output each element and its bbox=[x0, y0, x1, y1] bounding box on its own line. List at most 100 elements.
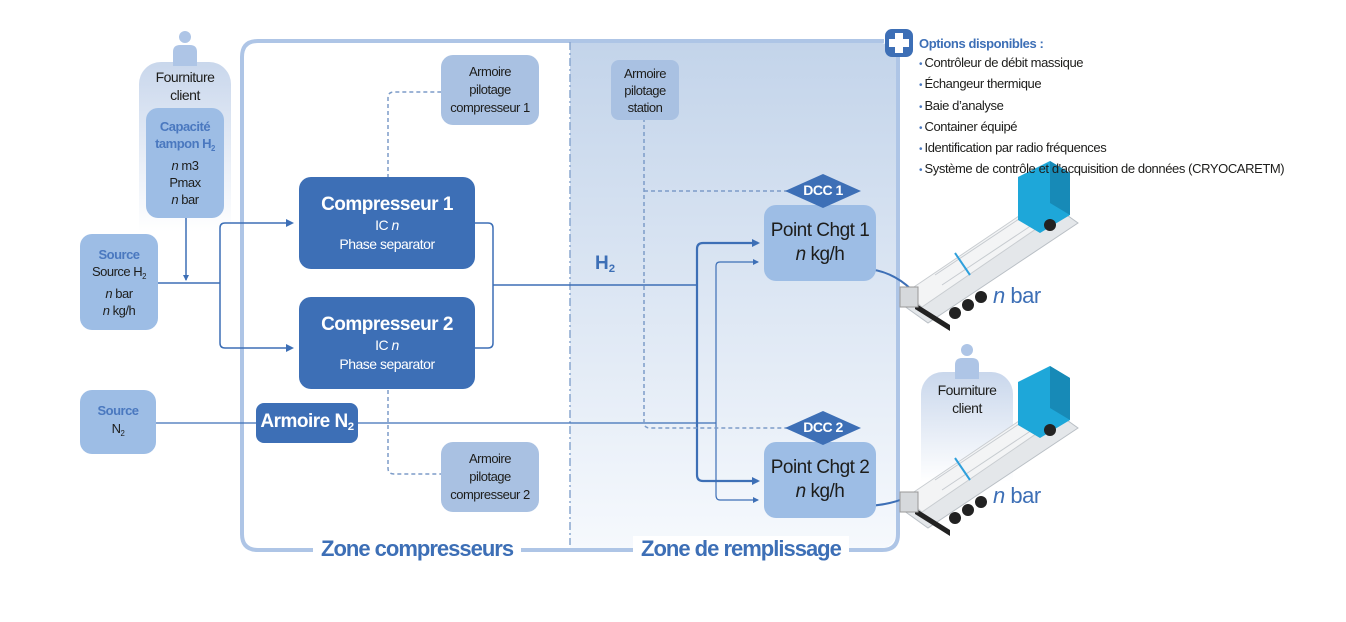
buffer-title-text: tampon H bbox=[155, 136, 212, 151]
zone-compressors-label: Zone compresseurs bbox=[313, 536, 522, 562]
buffer-title-line1: Capacité bbox=[159, 119, 211, 134]
point-2-flow-var: n bbox=[795, 481, 807, 502]
compressor-output-merge bbox=[475, 222, 494, 349]
option-item: Contrôleur de débit massique bbox=[919, 53, 1284, 74]
compressor-1-ic-var: n bbox=[391, 216, 400, 233]
point-2-flow: n kg/h bbox=[796, 480, 845, 504]
cabinet-n2-box[interactable]: Armoire N2 bbox=[256, 403, 358, 443]
truck-2-pressure-unit: bar bbox=[1004, 483, 1041, 508]
compressor-1-phase: Phase separator bbox=[339, 235, 435, 252]
buffer-capacity-box[interactable]: Capacité tampon H2 n m3 Pmax n bar bbox=[146, 108, 224, 218]
cabinet-station-line2: pilotage bbox=[624, 82, 666, 98]
truck-trailer-1 bbox=[899, 161, 1079, 331]
point-2-flow-unit: kg/h bbox=[805, 481, 845, 502]
buffer-title-sub: 2 bbox=[211, 144, 215, 153]
h2-line-label: H2 bbox=[595, 253, 615, 275]
source-h2-pressure-unit: bar bbox=[112, 285, 133, 301]
loading-point-2-box[interactable]: Point Chgt 2 n kg/h bbox=[764, 442, 876, 518]
point-1-flow-unit: kg/h bbox=[805, 244, 845, 265]
source-h2-pressure-var: n bbox=[105, 285, 113, 301]
control-line-station bbox=[643, 118, 792, 429]
dcc-2-label: DCC 2 bbox=[803, 419, 843, 435]
source-h2-line1: Source H2 bbox=[91, 263, 147, 285]
dcc-2-badge[interactable]: DCC 2 bbox=[785, 411, 861, 445]
person-icon bbox=[173, 31, 197, 66]
compressor-2-title: Compresseur 2 bbox=[321, 313, 453, 335]
point-1-flow-var: n bbox=[795, 244, 807, 265]
compressor-1-title: Compresseur 1 bbox=[321, 193, 453, 215]
source-h2-title: Source bbox=[98, 246, 140, 262]
cabinet-station-box[interactable]: Armoire pilotage station bbox=[611, 60, 679, 120]
compressor-2-ic: IC n bbox=[375, 336, 399, 355]
cabinet-compressor-1-box[interactable]: Armoire pilotage compresseur 1 bbox=[441, 55, 539, 125]
dcc-1-badge[interactable]: DCC 1 bbox=[785, 174, 861, 208]
point-1-title: Point Chgt 1 bbox=[770, 220, 870, 241]
cabinet-n2-label: Armoire N2 bbox=[260, 411, 354, 435]
point-1-flow: n kg/h bbox=[796, 243, 845, 267]
buffer-volume-unit: m3 bbox=[178, 158, 199, 173]
source-h2-pressure: n bar bbox=[105, 285, 133, 302]
cabinet-comp1-line3: compresseur 1 bbox=[450, 100, 530, 115]
option-item: Container équipé bbox=[919, 117, 1284, 138]
truck-1-pressure: n bar bbox=[993, 283, 1041, 309]
cabinet-n2-label-text: Armoire N bbox=[260, 411, 348, 433]
client-bottom-line1: Fourniture bbox=[937, 382, 997, 398]
source-h2-flow-unit: kg/h bbox=[109, 302, 136, 318]
person-icon bbox=[955, 344, 979, 379]
buffer-pressure-unit: bar bbox=[178, 192, 199, 207]
source-h2-box[interactable]: Source Source H2 n bar n kg/h bbox=[80, 234, 158, 330]
source-n2-line1: N2 bbox=[112, 420, 125, 443]
source-n2-box[interactable]: Source N2 bbox=[80, 390, 156, 454]
compressor-1-ic-label: IC bbox=[375, 216, 392, 233]
client-label-line2: client bbox=[170, 87, 200, 103]
n2-branch-to-point1 bbox=[715, 259, 759, 423]
option-item: Système de contrôle et d'acquisition de … bbox=[919, 159, 1284, 180]
cabinet-comp2-line3: compresseur 2 bbox=[450, 487, 530, 502]
truck-2-pressure: n bar bbox=[993, 483, 1041, 509]
buffer-pressure-var: n bbox=[171, 192, 179, 207]
h2-label-sub: 2 bbox=[608, 263, 616, 275]
plus-icon bbox=[885, 29, 913, 57]
client-supply-label-bottom: Fourniture client bbox=[921, 381, 1013, 417]
source-h2-line1-sub: 2 bbox=[142, 271, 147, 281]
truck-2-pressure-var: n bbox=[993, 483, 1005, 508]
cabinet-station-line3: station bbox=[627, 99, 663, 115]
diamond-shape bbox=[785, 411, 861, 445]
options-list: Options disponibles : Contrôleur de débi… bbox=[919, 34, 1285, 180]
option-item: Identification par radio fréquences bbox=[919, 138, 1284, 159]
buffer-volume: n m3 bbox=[172, 157, 199, 174]
h2-branch-to-point1 bbox=[695, 239, 760, 285]
compressor-2-box[interactable]: Compresseur 2 IC n Phase separator bbox=[299, 297, 475, 389]
source-h2-flow: n kg/h bbox=[102, 302, 136, 319]
loading-point-1-box[interactable]: Point Chgt 1 n kg/h bbox=[764, 205, 876, 281]
branch-to-compressor1 bbox=[219, 219, 294, 283]
source-n2-title: Source bbox=[97, 402, 139, 418]
compressor-2-ic-var: n bbox=[391, 336, 400, 353]
compressor-2-ic-label: IC bbox=[375, 336, 392, 353]
client-supply-label-top: Fourniture client bbox=[139, 68, 231, 104]
cabinet-comp2-line1: Armoire bbox=[468, 451, 512, 466]
cabinet-n2-label-sub: 2 bbox=[347, 421, 354, 434]
control-line-comp1 bbox=[387, 91, 442, 178]
n2-branch-to-point2 bbox=[715, 423, 759, 503]
option-item: Échangeur thermique bbox=[919, 74, 1284, 95]
diamond-shape bbox=[785, 174, 861, 208]
h2-label-text: H bbox=[595, 253, 609, 274]
point-2-title: Point Chgt 2 bbox=[770, 457, 870, 478]
client-bottom-line2: client bbox=[952, 400, 982, 416]
zone-border bbox=[240, 39, 900, 552]
cabinet-compressor-2-box[interactable]: Armoire pilotage compresseur 2 bbox=[441, 442, 539, 512]
source-h2-line1-text: Source H bbox=[91, 263, 143, 279]
options-title: Options disponibles : bbox=[919, 36, 1044, 51]
compressor-1-ic: IC n bbox=[375, 216, 399, 235]
zone-filling-label: Zone de remplissage bbox=[633, 536, 849, 562]
source-h2-flow-var: n bbox=[102, 302, 110, 318]
source-n2-line1-sub: 2 bbox=[120, 428, 125, 438]
buffer-title-line2: tampon H2 bbox=[155, 135, 215, 157]
source-n2-line1-text: N bbox=[111, 420, 121, 436]
compressor-1-box[interactable]: Compresseur 1 IC n Phase separator bbox=[299, 177, 475, 269]
client-label-line1: Fourniture bbox=[155, 69, 215, 85]
h2-branch-to-point2 bbox=[695, 285, 760, 485]
cabinet-comp2-line2: pilotage bbox=[469, 469, 511, 484]
